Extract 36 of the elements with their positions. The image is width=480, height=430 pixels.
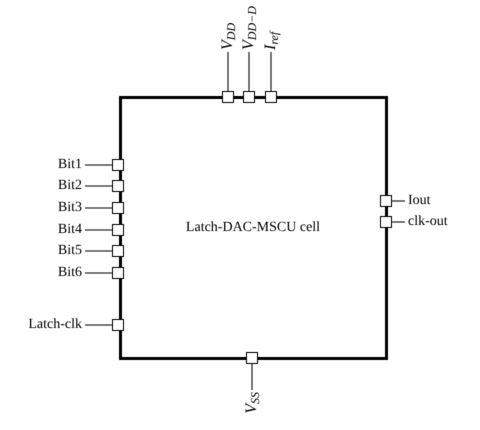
pin-square (112, 180, 124, 192)
pin-square (112, 224, 124, 236)
pin-square (246, 352, 258, 364)
pin-square (112, 319, 124, 331)
pin-line (270, 52, 272, 91)
pin-line (85, 272, 112, 274)
pin-label: Bit2 (2, 177, 82, 195)
pin-square (222, 91, 234, 103)
pin-square (112, 267, 124, 279)
pin-label: Bit1 (2, 156, 82, 174)
pin-square (265, 91, 277, 103)
pin-line (85, 324, 112, 326)
pin-line (85, 229, 112, 231)
pin-square (112, 245, 124, 257)
pin-label: Bit3 (2, 199, 82, 217)
pin-line (85, 250, 112, 252)
pin-square (112, 202, 124, 214)
pin-square (380, 216, 392, 228)
pin-label: Latch-clk (2, 316, 82, 334)
pin-line (85, 207, 112, 209)
pin-line (392, 200, 405, 202)
pin-line (251, 364, 253, 390)
pin-label: clk-out (408, 213, 478, 231)
pin-label: Iout (408, 192, 478, 210)
pin-line (227, 52, 229, 91)
pin-line (248, 52, 250, 91)
pin-square (112, 159, 124, 171)
pin-line (85, 185, 112, 187)
pin-label: Bit4 (2, 221, 82, 239)
pin-square (243, 91, 255, 103)
pin-line (85, 164, 112, 166)
pin-label: Bit5 (2, 242, 82, 260)
pin-label: Bit6 (2, 264, 82, 282)
pin-square (380, 195, 392, 207)
pin-line (392, 221, 405, 223)
cell-label: Latch-DAC-MSCU cell (186, 219, 320, 237)
